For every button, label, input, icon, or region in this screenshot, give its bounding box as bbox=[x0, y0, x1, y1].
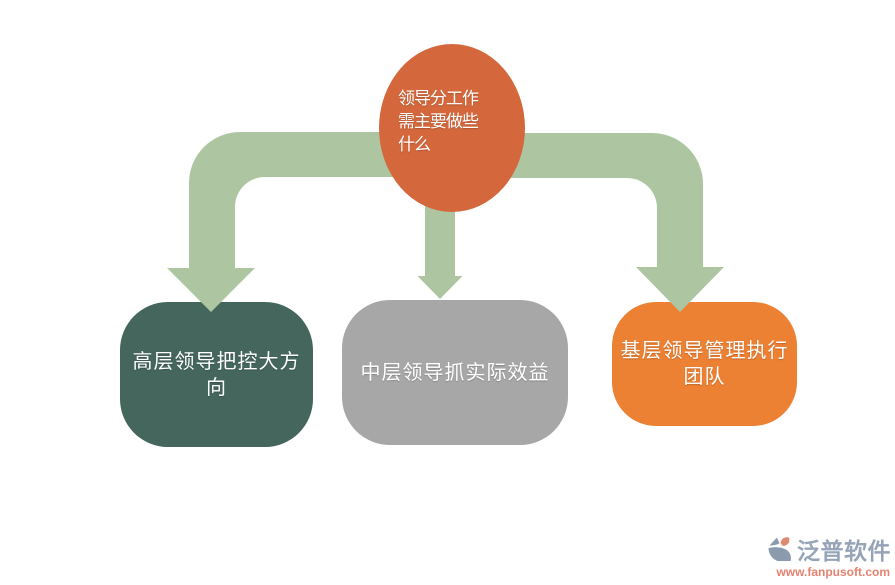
watermark-brand-row: 泛普软件 bbox=[766, 532, 891, 566]
logo-petal-shape bbox=[780, 537, 790, 546]
logo-swoosh-shape bbox=[768, 547, 791, 561]
root-node-text-line: 需主要做些 bbox=[398, 111, 479, 131]
fanpu-logo-icon bbox=[768, 537, 791, 561]
brand-website: www.fanpusoft.com bbox=[776, 565, 890, 579]
brand-name: 泛普软件 bbox=[797, 538, 891, 564]
branch-node-text: 高层领导把控大方 向 bbox=[133, 349, 301, 401]
branch-node-base-leaders: 基层领导管理执行 团队 bbox=[612, 302, 797, 426]
branch-text-line: 中层领导抓实际效益 bbox=[360, 361, 550, 384]
branch-node-senior-leaders: 高层领导把控大方 向 bbox=[120, 302, 313, 447]
logo-wedge-shape bbox=[769, 537, 780, 546]
root-node-text-line: 领导分工作 bbox=[398, 88, 479, 108]
root-node-text-line: 什么 bbox=[398, 134, 431, 154]
branch-text-line: 高层领导把控大方 bbox=[132, 350, 301, 373]
branch-text-line: 团队 bbox=[683, 366, 726, 388]
branch-node-text: 中层领导抓实际效益 bbox=[361, 360, 550, 386]
branch-text-line: 基层领导管理执行 bbox=[620, 340, 789, 362]
root-node-text: 领导分工作 需主要做些 什么 bbox=[379, 87, 479, 156]
root-node-ellipse: 领导分工作 需主要做些 什么 bbox=[379, 44, 525, 212]
branch-node-middle-leaders: 中层领导抓实际效益 bbox=[342, 300, 568, 445]
watermark: 泛普软件 www.fanpusoft.com bbox=[766, 532, 891, 579]
branch-text-line: 向 bbox=[206, 376, 227, 399]
branch-node-text: 基层领导管理执行 团队 bbox=[621, 338, 789, 390]
